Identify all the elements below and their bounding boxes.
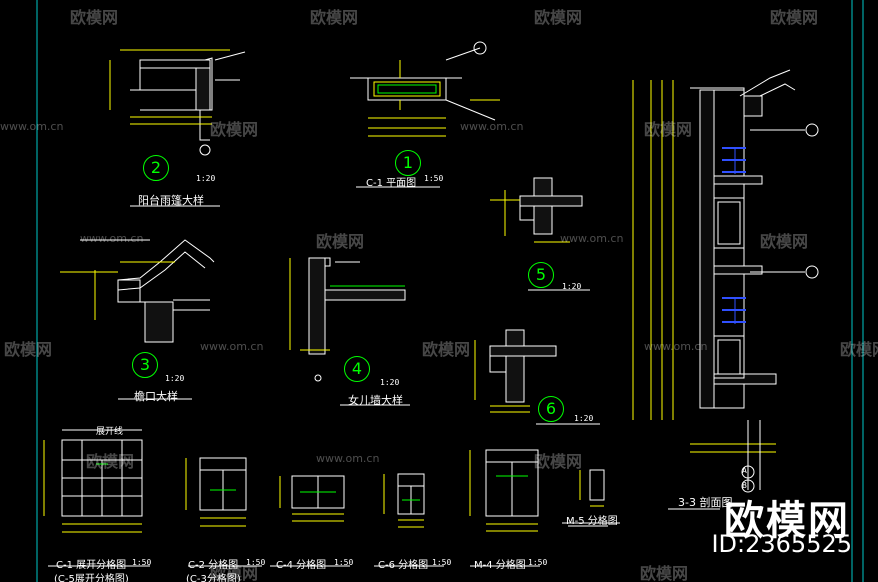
detail-5-drawing xyxy=(490,177,583,243)
detail-2-drawing xyxy=(109,49,246,156)
unfold-line-label: 展开线 xyxy=(96,427,124,437)
section-title: 3-3 剖面图 xyxy=(678,496,733,509)
detail-number-circle: 2 xyxy=(143,155,169,181)
door-m5-elevation xyxy=(568,469,608,527)
detail-1-drawing xyxy=(350,41,500,137)
watermark-brand: 欧模网 xyxy=(760,232,809,251)
detail-title: 阳台雨篷大样 xyxy=(138,194,204,207)
window-scale: 1:50 xyxy=(528,558,548,567)
watermark-brand: 欧模网 xyxy=(534,452,583,471)
window-scale: 1:50 xyxy=(334,558,354,567)
window-scale: 1:50 xyxy=(432,558,452,567)
caption-underlines xyxy=(48,186,620,567)
detail-number-circle: 4 xyxy=(344,356,370,382)
window-title: C-4 分格图 xyxy=(276,560,327,571)
watermark-brand: 欧模网 xyxy=(422,340,471,359)
watermark-brand: 欧模网 xyxy=(770,8,819,27)
watermark-brand: 欧模网 xyxy=(70,8,119,27)
detail-6-drawing xyxy=(474,329,557,413)
brand-logo-text: 欧模网 xyxy=(724,498,850,544)
watermark-url: www.om.cn xyxy=(316,452,380,465)
watermark-brand: 欧模网 xyxy=(534,8,583,27)
watermark-brand: 欧模网 xyxy=(210,120,259,139)
watermark-url: www.om.cn xyxy=(460,120,524,133)
model-id: ID:2365525 xyxy=(711,530,852,558)
detail-title: 女儿墙大样 xyxy=(348,394,403,407)
window-title: M-5 分格图 xyxy=(566,516,618,527)
window-title: C-1 展开分格图 xyxy=(56,560,127,571)
axis-label: A xyxy=(742,466,747,475)
window-title: M-4 分格图 xyxy=(474,560,526,571)
watermark-url: www.om.cn xyxy=(560,232,624,245)
window-title: C-2 分格图 xyxy=(188,560,239,571)
detail-title: C-1 平面图 xyxy=(366,178,417,189)
watermark-brand: 欧模网 xyxy=(86,452,135,471)
axis-label: B xyxy=(742,481,747,490)
watermark-brand: 欧模网 xyxy=(840,340,878,359)
detail-scale: 1:20 xyxy=(165,374,185,383)
detail-number-circle: 5 xyxy=(528,262,554,288)
detail-3-drawing xyxy=(60,239,215,343)
watermark-brand: 欧模网 xyxy=(210,564,259,582)
window-scale: 1:50 xyxy=(246,558,266,567)
watermark-brand: 欧模网 xyxy=(316,232,365,251)
detail-scale: 1:50 xyxy=(424,174,444,183)
detail-4-drawing xyxy=(289,257,406,382)
watermark-brand: 欧模网 xyxy=(644,120,693,139)
watermark-brand: 欧模网 xyxy=(640,564,689,582)
watermark-url: www.om.cn xyxy=(0,120,64,133)
window-title: C-6 分格图 xyxy=(378,560,429,571)
window-scale: 1:50 xyxy=(132,558,152,567)
watermark-url: www.om.cn xyxy=(200,340,264,353)
watermark-brand: 欧模网 xyxy=(310,8,359,27)
window-c2-elevation xyxy=(185,457,247,527)
detail-scale: 1:20 xyxy=(574,414,594,423)
window-c1-elevation xyxy=(43,429,143,533)
detail-number-circle: 6 xyxy=(538,396,564,422)
watermark-url: www.om.cn xyxy=(80,232,144,245)
detail-scale: 1:20 xyxy=(562,282,582,291)
detail-scale: 1:20 xyxy=(380,378,400,387)
window-c6-elevation xyxy=(383,473,425,528)
watermark-brand: 欧模网 xyxy=(4,340,53,359)
watermark-url: www.om.cn xyxy=(644,340,708,353)
window-c4-elevation xyxy=(279,475,345,522)
detail-title: 檐口大样 xyxy=(134,390,178,403)
detail-number-circle: 1 xyxy=(395,150,421,176)
window-subtitle: (C-5展开分格图) xyxy=(54,574,129,582)
window-subtitle: (C-3分格图) xyxy=(186,574,241,582)
door-m4-elevation xyxy=(469,449,539,532)
section-3-3-drawing xyxy=(632,69,819,510)
detail-number-circle: 3 xyxy=(132,352,158,378)
detail-scale: 1:20 xyxy=(196,174,216,183)
